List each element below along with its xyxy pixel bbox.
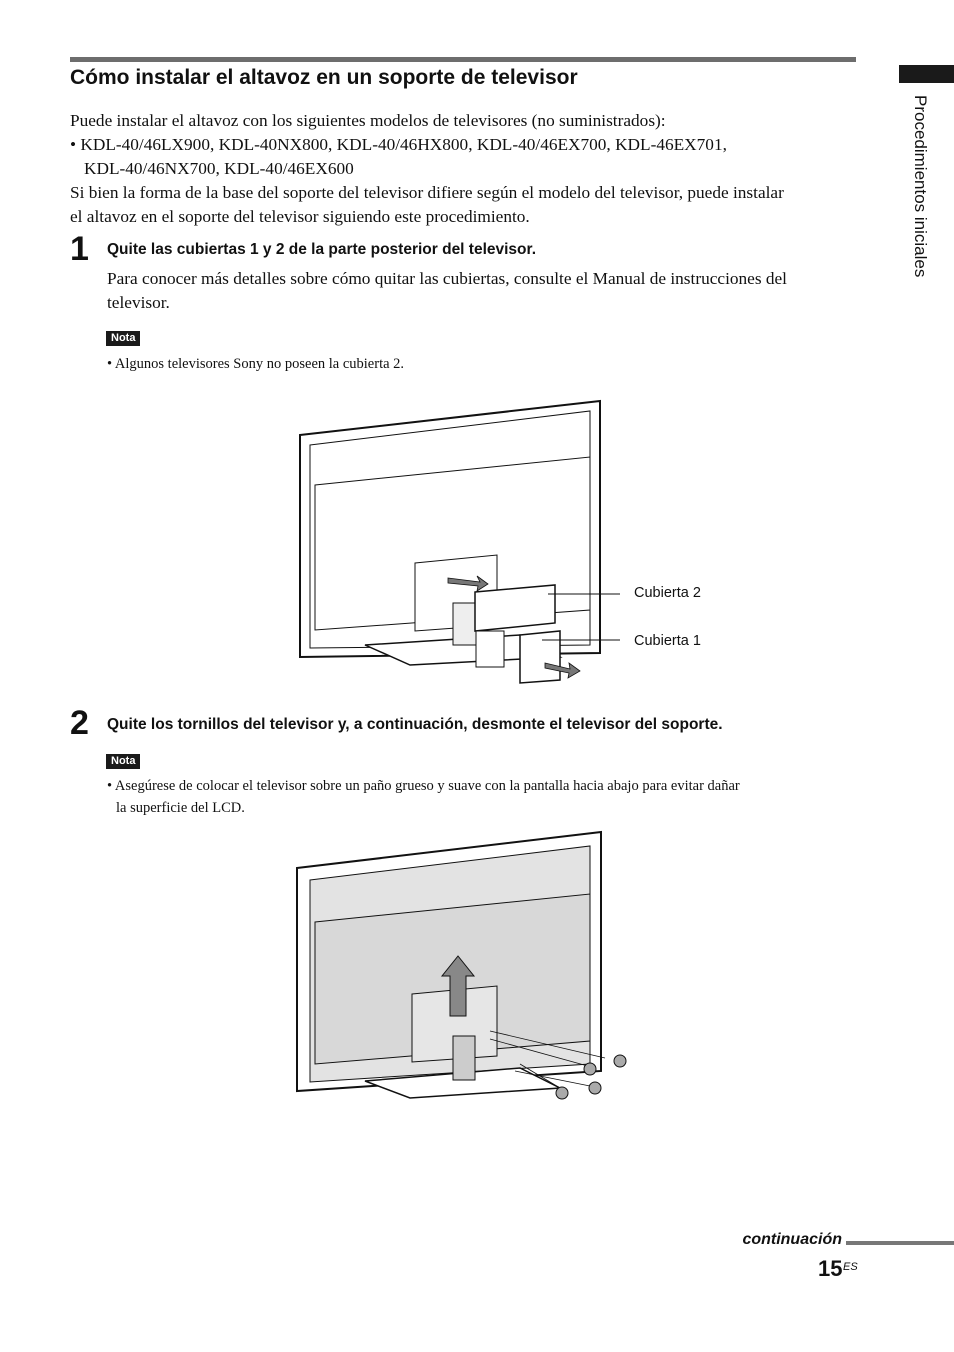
page-language-suffix: ES bbox=[843, 1261, 858, 1273]
step-2-heading: Quite los tornillos del televisor y, a c… bbox=[107, 716, 723, 733]
procedure-para-line-1: Si bien la forma de la base del soporte … bbox=[70, 183, 784, 202]
models-line-1: • KDL-40/46LX900, KDL-40NX800, KDL-40/46… bbox=[70, 135, 727, 154]
step-2-note-line-2: la superficie del LCD. bbox=[116, 800, 245, 816]
page-number: 15 bbox=[818, 1256, 843, 1281]
procedure-para-line-2: el altavoz en el soporte del televisor s… bbox=[70, 207, 530, 226]
callout-cubierta-2: Cubierta 2 bbox=[634, 585, 701, 601]
step-1-note-badge: Nota bbox=[106, 331, 141, 346]
section-title: Cómo instalar el altavoz en un soporte d… bbox=[70, 66, 578, 89]
step-2-number: 2 bbox=[70, 704, 89, 742]
step-1-body-line-2: televisor. bbox=[107, 293, 170, 312]
section-tab-marker bbox=[899, 65, 954, 83]
figure-remove-covers bbox=[299, 399, 620, 684]
intro-text: Puede instalar el altavoz con los siguie… bbox=[70, 111, 666, 130]
models-line-2: KDL-40/46NX700, KDL-40/46EX600 bbox=[84, 159, 354, 178]
continuation-label: continuación bbox=[742, 1231, 842, 1248]
section-top-rule bbox=[70, 57, 856, 62]
step-1-body-line-1: Para conocer más detalles sobre cómo qui… bbox=[107, 269, 787, 288]
step-2-note-badge: Nota bbox=[106, 754, 141, 769]
section-tab-label: Procedimientos iniciales bbox=[911, 95, 930, 278]
step-1-number: 1 bbox=[70, 230, 89, 268]
continuation-bar bbox=[846, 1241, 954, 1245]
step-2-note-line-1: • Asegúrese de colocar el televisor sobr… bbox=[107, 778, 740, 794]
figure-remove-screws bbox=[296, 830, 627, 1100]
step-1-note-text: • Algunos televisores Sony no poseen la … bbox=[107, 356, 405, 372]
callout-cubierta-1: Cubierta 1 bbox=[634, 633, 701, 649]
step-1-heading: Quite las cubiertas 1 y 2 de la parte po… bbox=[107, 241, 537, 258]
